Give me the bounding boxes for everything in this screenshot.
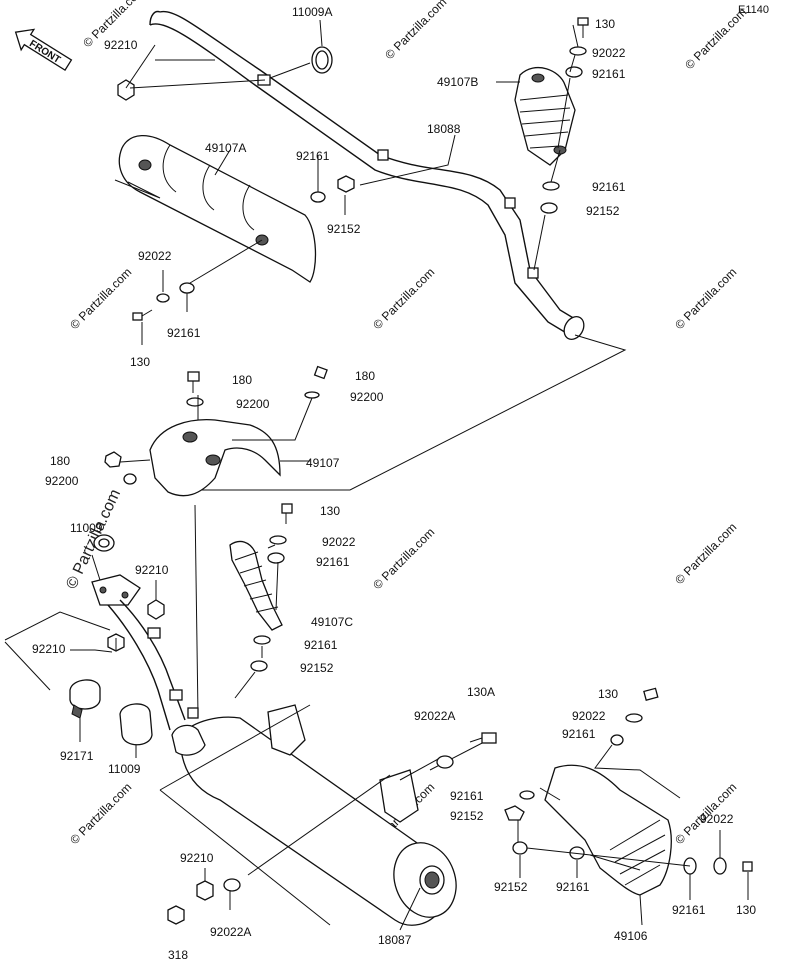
leader-lines-upper	[114, 19, 627, 491]
part-label: 92022	[592, 46, 626, 60]
part-label: 130	[595, 17, 615, 31]
watermark: © Partzilla.com	[67, 265, 134, 332]
part-label: 180	[355, 369, 375, 383]
part-label: 92022A	[210, 925, 251, 939]
part-label: 92152	[586, 204, 620, 218]
part-label: 130A	[467, 685, 495, 699]
leader-lines-mid	[119, 395, 313, 716]
leader-lines-lower-right	[517, 744, 749, 926]
part-label: 92161	[592, 67, 626, 81]
hardware-lower	[167, 687, 753, 925]
part-label: 92152	[494, 880, 528, 894]
part-label: 92152	[327, 222, 361, 236]
part-label: 180	[232, 373, 252, 387]
front-exhaust-pipe	[69, 534, 199, 746]
heat-guard-49107c	[229, 503, 293, 699]
part-label: 11009	[108, 762, 141, 776]
part-label: 92022	[322, 535, 356, 549]
part-label: 49107C	[311, 615, 353, 629]
heat-guard-49107	[104, 365, 328, 497]
part-label: 92022	[572, 709, 606, 723]
part-label: 11009A	[292, 5, 332, 19]
part-label: 92161	[316, 555, 350, 569]
part-label: 92210	[32, 642, 66, 656]
diagram-code: E1140	[738, 4, 769, 16]
part-label: 49106	[614, 929, 648, 943]
part-label: 49107	[306, 456, 340, 470]
part-label: 92022	[138, 249, 172, 263]
watermark: © Partzilla.com	[370, 265, 437, 332]
watermark: © Partzilla.com	[382, 0, 449, 62]
part-label: 130	[736, 903, 756, 917]
part-label: 92210	[104, 38, 138, 52]
heat-guard-49107b	[514, 66, 576, 166]
part-labels: 11009A 130 92210 92022 49107B 92161 1808…	[32, 5, 756, 962]
part-label: 92161	[672, 903, 706, 917]
watermark: © Partzilla.com	[67, 780, 134, 847]
part-label: 92152	[300, 661, 334, 675]
part-label: 92161	[304, 638, 338, 652]
part-label: 92200	[236, 397, 270, 411]
front-arrow-icon: FRONT	[14, 28, 73, 72]
watermarks: © Partzilla.com © Partzilla.com © Partzi…	[63, 0, 749, 847]
part-label: 318	[168, 948, 188, 962]
part-label: 49107B	[437, 75, 478, 89]
part-label: 92200	[350, 390, 384, 404]
part-label: 130	[598, 687, 618, 701]
heat-guard-49107a	[118, 134, 317, 283]
part-label: 92161	[296, 149, 330, 163]
part-label: 18087	[378, 933, 412, 947]
watermark: © Partzilla.com	[370, 525, 437, 592]
leader-lines-front	[4, 554, 157, 758]
part-label: 49107A	[205, 141, 246, 155]
part-label: 92161	[167, 326, 201, 340]
part-label: 92200	[45, 474, 79, 488]
heat-guard-49106	[544, 764, 672, 896]
part-label: 92161	[450, 789, 484, 803]
part-label: 92022	[700, 812, 734, 826]
part-label: 130	[130, 355, 150, 369]
part-label: 18088	[427, 122, 461, 136]
part-label: 92210	[180, 851, 214, 865]
part-label: 130	[320, 504, 340, 518]
watermark: © Partzilla.com	[672, 265, 739, 332]
part-label: 92022A	[414, 709, 455, 723]
part-label: 92210	[135, 563, 169, 577]
watermark: © Partzilla.com	[672, 520, 739, 587]
muffler-18087	[171, 704, 457, 926]
part-label: 92161	[592, 180, 626, 194]
part-label: 11009	[70, 521, 103, 535]
part-label: 92171	[60, 749, 94, 763]
part-label: 92152	[450, 809, 484, 823]
part-label: 92161	[562, 727, 596, 741]
part-label: 92161	[556, 880, 590, 894]
part-label: 180	[50, 454, 70, 468]
